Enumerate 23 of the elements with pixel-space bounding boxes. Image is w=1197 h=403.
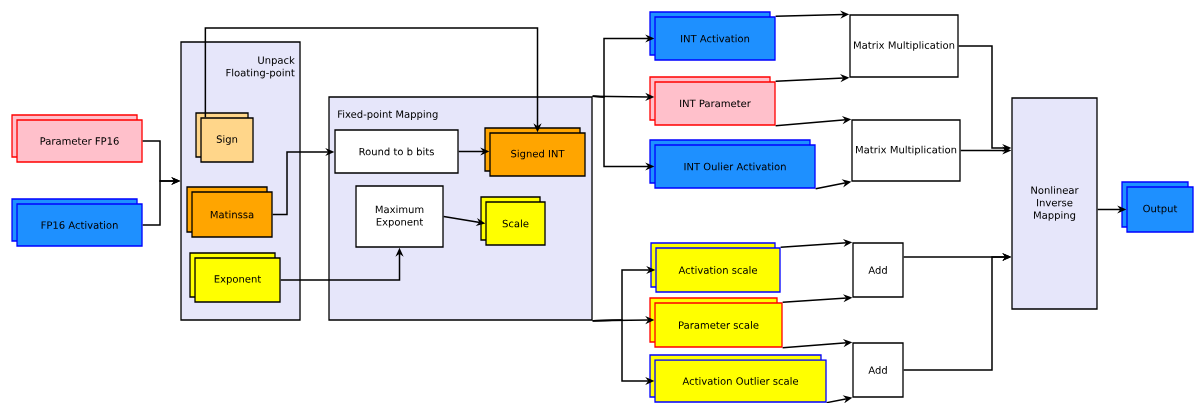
process-box: Matrix Multiplication — [851, 119, 961, 182]
stacked-box: Activation Outlier scale — [649, 354, 827, 403]
process-box: Round to b bits — [334, 129, 459, 174]
process-box: Matrix Multiplication — [849, 14, 959, 78]
stacked-box: Parameter scale — [649, 297, 783, 348]
stacked-box: Matinssa — [186, 186, 273, 238]
stacked-box: INT Activation — [649, 11, 776, 61]
process-box: Maximum Exponent — [355, 185, 444, 248]
group-title: Fixed-point Mapping — [338, 110, 438, 120]
stacked-box: INT Parameter — [649, 76, 776, 126]
stacked-box: Scale — [480, 196, 546, 246]
stacked-box: Exponent — [189, 252, 281, 303]
stacked-box: Output — [1121, 181, 1194, 233]
stacked-box: Sign — [195, 112, 254, 163]
stacked-box: Parameter FP16 — [11, 114, 143, 163]
stacked-box: INT Oulier Activation — [649, 139, 816, 189]
process-box: Add — [852, 342, 904, 398]
process-box: Nonlinear Inverse Mapping — [1011, 97, 1098, 310]
stacked-box: Signed INT — [484, 127, 586, 177]
group-title: Unpack Floating-point — [226, 56, 295, 79]
stacked-box: Activation scale — [650, 242, 781, 293]
stacked-box: FP16 Activation — [11, 198, 143, 247]
process-box: Add — [852, 242, 904, 298]
